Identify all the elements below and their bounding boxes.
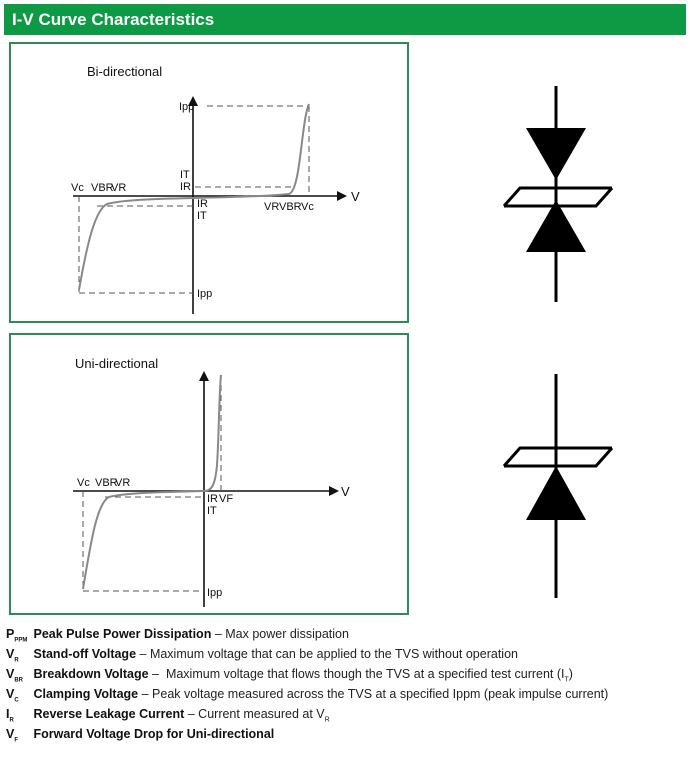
bi-directional-title: Bi-directional: [87, 64, 163, 79]
definition-symbol: VF: [6, 727, 19, 744]
bi-label-v: V: [351, 189, 360, 204]
uni-directional-iv-chart: Vc VBR VR V IR VF IT Ipp: [73, 371, 350, 607]
uni-directional-panel: Uni-directional Vc VBR VR V IR VF IT Ipp: [9, 333, 409, 615]
definition-term: Forward Voltage Drop for Uni-directional: [33, 727, 275, 741]
definition-symbol: VR: [6, 647, 19, 664]
definition-separator: –: [184, 707, 199, 721]
bi-i-axis-arrow: [188, 96, 198, 106]
section-header: I-V Curve Characteristics: [4, 4, 686, 35]
bi-label-it-bottom: IT: [197, 210, 207, 222]
definition-vc: VC Clamping Voltage – Peak voltage measu…: [6, 684, 686, 704]
definition-separator: –: [138, 687, 153, 701]
uni-iv-curve: [82, 374, 222, 590]
uni-directional-title: Uni-directional: [75, 356, 159, 371]
bi-directional-tvs-symbol-icon: [502, 86, 614, 302]
bi-directional-panel: Bi-directional Ipp IT IR V Vc VBR VR IR …: [9, 42, 409, 323]
bi-iv-curve: [78, 103, 310, 291]
definition-symbol: VBR: [6, 667, 24, 684]
definition-vr: VR Stand-off Voltage – Maximum voltage t…: [6, 644, 686, 664]
uni-label-v: V: [341, 484, 350, 499]
header-title: I-V Curve Characteristics: [12, 10, 215, 29]
uni-label-ir: IR: [207, 493, 218, 505]
uni-i-axis-arrow: [199, 371, 209, 381]
bi-v-axis-arrow: [337, 191, 347, 201]
bi-label-it-top: IT: [180, 169, 190, 181]
uni-label-vc-left: Vc: [77, 477, 90, 489]
uni-v-axis-arrow: [329, 486, 339, 496]
bi-label-vc-left: Vc: [71, 182, 84, 194]
definition-vf: VF Forward Voltage Drop for Uni-directio…: [6, 724, 686, 744]
uni-label-vf: VF: [219, 493, 233, 505]
bi-label-ipp-bottom: Ipp: [197, 288, 212, 300]
definitions-list: PPPM Peak Pulse Power Dissipation – Max …: [6, 624, 686, 744]
uni-directional-tvs-symbol-icon: [502, 374, 614, 598]
definition-symbol: IR: [6, 707, 14, 724]
definition-text: Max power dissipation: [225, 627, 349, 641]
bi-label-ir-bottom: IR: [197, 198, 208, 210]
uni-label-ipp-bottom: Ipp: [207, 587, 222, 599]
definition-term: Breakdown Voltage: [33, 667, 149, 681]
definition-separator: –: [148, 667, 166, 681]
bi-label-ir-top: IR: [180, 181, 191, 193]
definition-term: Clamping Voltage: [33, 687, 139, 701]
definition-text: Maximum voltage that can be applied to t…: [149, 647, 518, 661]
bi-label-ipp-top: Ipp: [179, 101, 194, 113]
uni-label-vr-left: VR: [115, 477, 130, 489]
definition-ppm: PPPM Peak Pulse Power Dissipation – Max …: [6, 624, 686, 644]
bi-label-vbr-right: VBR: [279, 201, 302, 213]
definition-separator: –: [211, 627, 226, 641]
definition-text: Peak voltage measured across the TVS at …: [152, 687, 609, 701]
bi-label-vr-right: VR: [264, 201, 279, 213]
bi-label-vbr-left: VBR: [91, 182, 114, 194]
definition-vbr: VBR Breakdown Voltage – Maximum voltage …: [6, 664, 686, 684]
bi-label-vr-left: VR: [111, 182, 126, 194]
definition-symbol: VC: [6, 687, 19, 704]
bi-label-vc-right: Vc: [301, 201, 314, 213]
definition-separator: –: [136, 647, 150, 661]
definition-text: Maximum voltage that flows though the TV…: [165, 667, 573, 684]
definition-ir: IR Reverse Leakage Current – Current mea…: [6, 704, 686, 724]
definition-term: Reverse Leakage Current: [33, 707, 185, 721]
definition-term: Peak Pulse Power Dissipation: [33, 627, 212, 641]
definition-symbol: PPPM: [6, 627, 28, 644]
uni-label-it: IT: [207, 505, 217, 517]
definition-term: Stand-off Voltage: [33, 647, 137, 661]
uni-label-vbr-left: VBR: [95, 477, 118, 489]
definition-text: Current measured at VR: [198, 707, 330, 724]
bi-directional-iv-chart: Ipp IT IR V Vc VBR VR IR IT VR VBR Vc Ip…: [71, 96, 360, 314]
